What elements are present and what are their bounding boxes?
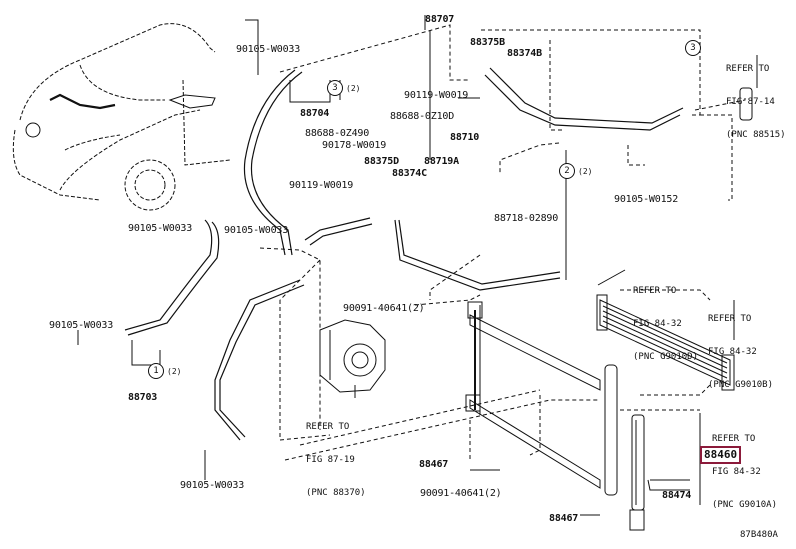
part-label-90105-w0033-left[interactable]: 90105-W0033 xyxy=(128,223,193,234)
callout-circle-3-right[interactable]: 3 xyxy=(685,40,701,56)
ref-line: FIG 84-32 xyxy=(633,319,682,329)
mirror xyxy=(168,94,216,109)
part-label-90105-w0033-bottom[interactable]: 90105-W0033 xyxy=(180,480,245,491)
callout-qty: (2) xyxy=(578,167,593,176)
part-label-88719a[interactable]: 88719A xyxy=(424,156,459,167)
harness-highlight xyxy=(49,93,116,110)
ref-line: (PNC G9010D) xyxy=(633,352,699,362)
compressor-illustration xyxy=(319,319,386,393)
reference-fig-84-32-g9010b[interactable]: REFER TO FIG 84-32 (PNC G9010B) xyxy=(708,292,773,402)
part-label-88718-02890[interactable]: 88718-02890 xyxy=(494,213,559,224)
part-label-88474[interactable]: 88474 xyxy=(662,490,692,501)
figure-code: 87B480A xyxy=(740,530,778,540)
part-label-88460-highlighted[interactable]: 88460 xyxy=(700,446,742,464)
ref-line: FIG 84-32 xyxy=(708,347,757,357)
ref-line: FIG 87-14 xyxy=(726,97,775,107)
ref-line: (PNC 88370) xyxy=(306,488,366,498)
part-label-90178-w0019[interactable]: 90178-W0019 xyxy=(322,140,387,151)
hose-assembly xyxy=(124,67,684,441)
part-label-88704[interactable]: 88704 xyxy=(300,108,330,119)
sub-condenser-illustration xyxy=(596,294,735,391)
ref-line: (PNC 88515) xyxy=(726,130,786,140)
part-label-88703[interactable]: 88703 xyxy=(128,392,158,403)
reference-fig-84-32-g9010a[interactable]: REFER TO FIG 84-32 (PNC G9010A) xyxy=(712,412,777,522)
reference-fig-87-14[interactable]: REFER TO FIG 87-14 (PNC 88515) xyxy=(726,42,786,152)
vehicle-outline-illustration xyxy=(12,23,231,211)
condenser-illustration xyxy=(465,301,618,496)
ref-line: REFER TO xyxy=(306,422,350,432)
ref-line: FIG 87-19 xyxy=(306,455,355,465)
part-label-90105-w0152[interactable]: 90105-W0152 xyxy=(614,194,679,205)
ref-line: FIG 84-32 xyxy=(712,467,761,477)
callout-qty: (2) xyxy=(346,84,361,93)
ref-line: REFER TO xyxy=(708,314,752,324)
callout-circle-2[interactable]: 2 xyxy=(559,163,575,179)
part-label-90105-w0033-mid[interactable]: 90105-W0033 xyxy=(224,225,289,236)
headlight xyxy=(25,122,41,138)
callout-circle-1[interactable]: 1 xyxy=(148,363,164,379)
part-label-88467-a[interactable]: 88467 xyxy=(419,459,449,470)
part-label-88375d[interactable]: 88375D xyxy=(364,156,399,167)
part-label-90105-w0033-top[interactable]: 90105-W0033 xyxy=(236,44,301,55)
desiccant-illustration xyxy=(629,414,645,531)
part-label-88375b[interactable]: 88375B xyxy=(470,37,505,48)
reference-fig-87-19[interactable]: REFER TO FIG 87-19 (PNC 88370) xyxy=(306,400,366,510)
part-label-90119-w0019-a[interactable]: 90119-W0019 xyxy=(404,90,469,101)
ref-line: REFER TO xyxy=(633,286,677,296)
callout-circle-3[interactable]: 3 xyxy=(327,80,343,96)
ref-line: (PNC G9010A) xyxy=(712,500,778,510)
ref-line: (PNC G9010B) xyxy=(708,380,774,390)
reference-fig-84-32-g9010d[interactable]: REFER TO FIG 84-32 (PNC G9010D) xyxy=(633,264,698,374)
ref-line: REFER TO xyxy=(726,64,770,74)
part-label-88688-0z10d[interactable]: 88688-0Z10D xyxy=(390,111,455,122)
part-label-88707[interactable]: 88707 xyxy=(425,14,455,25)
part-label-90091-40641-a[interactable]: 90091-40641(2) xyxy=(343,303,425,314)
part-label-88374b[interactable]: 88374B xyxy=(507,48,542,59)
callout-qty: (2) xyxy=(167,367,182,376)
part-label-90091-40641-b[interactable]: 90091-40641(2) xyxy=(420,488,502,499)
receiver-illustration xyxy=(739,87,753,121)
part-label-88467-b[interactable]: 88467 xyxy=(549,513,579,524)
part-label-88374c[interactable]: 88374C xyxy=(392,168,427,179)
part-label-90105-w0033-lower[interactable]: 90105-W0033 xyxy=(49,320,114,331)
part-label-90119-w0019-b[interactable]: 90119-W0019 xyxy=(289,180,354,191)
ref-line: REFER TO xyxy=(712,434,756,444)
part-label-88688-0z490[interactable]: 88688-0Z490 xyxy=(305,128,370,139)
part-label-88710[interactable]: 88710 xyxy=(450,132,480,143)
